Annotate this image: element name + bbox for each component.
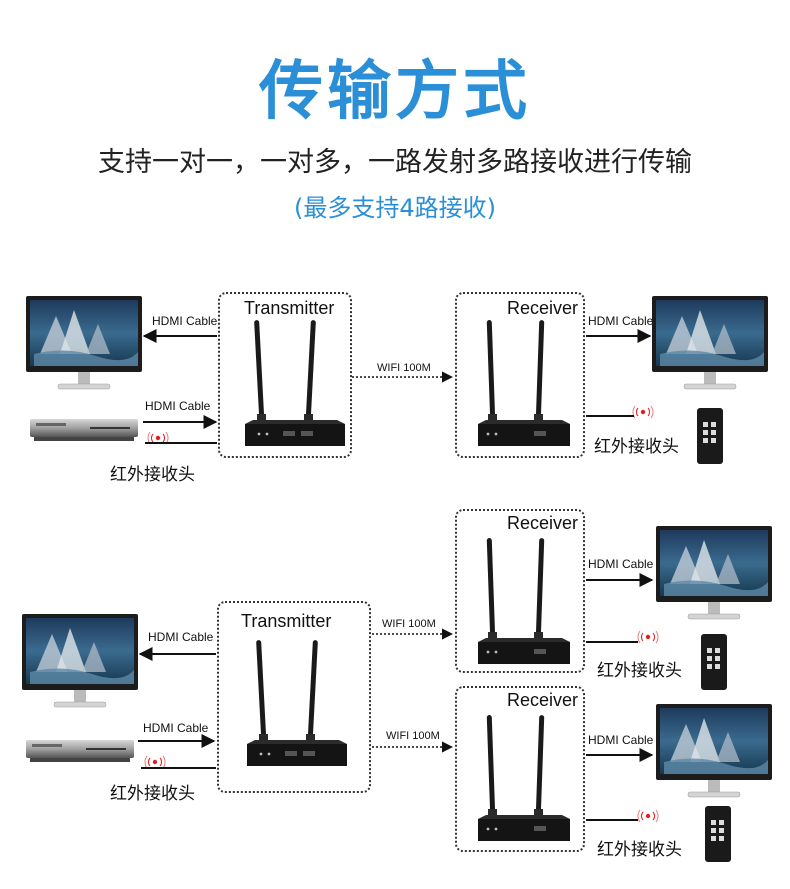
wifi-label-top: WIFI 100M [377,362,431,374]
transmitter-device-icon [245,319,345,446]
transmitter-label-bottom: Transmitter [241,611,332,631]
receiver-device-icon [478,537,570,664]
hdmi-cable-label-7: HDMI Cable [588,733,654,747]
hdmi-cable-label-2: HDMI Cable [145,399,211,413]
monitor-icon [21,613,139,708]
transmitter-box-bottom [217,601,371,793]
ir-sensor-icon [144,755,166,769]
monitor-icon [655,525,773,620]
receiver-label-top: Receiver [507,298,579,318]
ir-sensor-icon [637,809,659,823]
hdmi-cable-label-6: HDMI Cable [588,557,654,571]
receiver-device-icon [478,714,570,841]
remote-control-icon [705,806,731,862]
receiver-label-bottom-1: Receiver [507,513,579,533]
receiver-label-bottom-2: Receiver [507,690,579,710]
hdmi-cable-label-1: HDMI Cable [152,314,218,328]
ir-sensor-icon [637,630,659,644]
ir-label-5: 红外接收头 [597,840,682,860]
wifi-label-bottom-2: WIFI 100M [386,730,440,742]
media-player-icon [30,419,138,441]
ir-label-3: 红外接收头 [110,784,195,804]
ir-label-1: 红外接收头 [110,465,195,485]
receiver-box-bottom-2 [455,686,585,852]
ir-label-4: 红外接收头 [597,661,682,681]
page-title: 传输方式 [259,55,531,129]
transmitter-label-top: Transmitter [244,298,335,318]
hdmi-cable-label-3: HDMI Cable [588,314,654,328]
ir-sensor-icon [632,405,654,419]
page-note: (最多支持4路接收) [294,194,496,222]
page-subtitle: 支持一对一，一对多，一路发射多路接收进行传输 [98,147,692,178]
receiver-device-icon [478,319,570,446]
ir-label-2: 红外接收头 [594,437,679,457]
media-player-icon [26,740,134,762]
monitor-icon [25,295,143,390]
wifi-label-bottom-1: WIFI 100M [382,618,436,630]
receiver-box-top [455,292,585,458]
hdmi-cable-label-5: HDMI Cable [143,721,209,735]
receiver-box-bottom-1 [455,509,585,673]
remote-control-icon [701,634,727,690]
remote-control-icon [697,408,723,464]
monitor-icon [655,703,773,798]
monitor-icon [651,295,769,390]
transmitter-box-top [218,292,352,458]
hdmi-cable-label-4: HDMI Cable [148,630,214,644]
transmitter-device-icon [247,639,347,766]
